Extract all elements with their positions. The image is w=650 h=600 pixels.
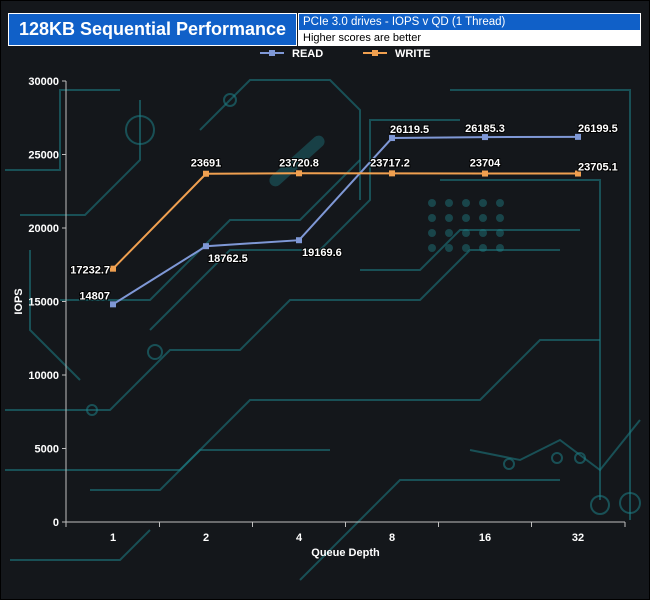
circuit-dot xyxy=(496,244,504,252)
circuit-dot xyxy=(428,199,436,207)
data-point-read xyxy=(389,135,395,142)
x-tick-label: 2 xyxy=(203,532,209,544)
data-point-read xyxy=(110,301,116,308)
circuit-dot xyxy=(428,214,436,222)
data-point-read xyxy=(296,237,302,244)
y-tick-label: 25000 xyxy=(28,150,59,162)
y-tick-label: 20000 xyxy=(28,223,59,235)
circuit-trace xyxy=(60,159,361,301)
y-tick-label: 10000 xyxy=(28,370,59,382)
x-tick-label: 4 xyxy=(296,532,303,544)
data-label-write: 23720.8 xyxy=(279,157,319,169)
circuit-trace xyxy=(360,229,580,271)
data-point-read xyxy=(482,134,488,141)
data-label-read: 14807 xyxy=(79,290,110,302)
circuit-dot xyxy=(428,229,436,237)
circuit-dot xyxy=(462,199,470,207)
x-tick-label: 16 xyxy=(479,532,491,544)
y-tick-label: 30000 xyxy=(28,76,59,88)
circuit-trace xyxy=(29,250,81,381)
data-label-read: 26119.5 xyxy=(390,124,429,136)
circuit-dot xyxy=(445,244,453,252)
data-label-read: 26199.5 xyxy=(578,123,618,135)
circuit-node xyxy=(503,458,515,470)
legend-marker xyxy=(269,50,275,56)
data-point-write xyxy=(110,265,116,272)
x-tick-label: 32 xyxy=(572,532,584,544)
legend: READ WRITE xyxy=(260,48,430,60)
circuit-trace xyxy=(5,89,120,171)
circuit-trace xyxy=(440,179,601,500)
data-label-write: 17232.7 xyxy=(70,265,110,277)
legend-label-read: READ xyxy=(292,48,323,60)
circuit-dot xyxy=(428,244,436,252)
circuit-trace xyxy=(149,119,460,331)
y-axis-label: IOPS xyxy=(13,288,25,314)
data-point-write xyxy=(296,170,302,177)
circuit-dot xyxy=(496,214,504,222)
circuit-trace xyxy=(10,529,151,561)
legend-label-write: WRITE xyxy=(395,48,430,60)
circuit-node xyxy=(125,115,155,145)
circuit-dot xyxy=(479,244,487,252)
series-layer: 14807 18762.5 19169.6 26119.5 26185.3 26199.5… xyxy=(69,122,619,308)
data-label-read: 18762.5 xyxy=(208,253,248,265)
x-tick-label: 8 xyxy=(389,532,395,544)
circuit-dot xyxy=(462,214,470,222)
data-label-write: 23691 xyxy=(191,158,222,170)
data-label-write: 23717.2 xyxy=(370,157,410,169)
y-tick-label: 5000 xyxy=(35,444,59,456)
circuit-dot xyxy=(496,229,504,237)
data-point-read xyxy=(203,243,209,250)
circuit-trace xyxy=(299,479,560,581)
circuit-dot xyxy=(445,229,453,237)
circuit-trace xyxy=(90,449,330,491)
circuit-trace xyxy=(199,79,361,200)
circuit-trace xyxy=(469,419,641,472)
x-tick-label: 1 xyxy=(110,532,116,544)
circuit-trace xyxy=(450,89,631,520)
data-label-write: 23704 xyxy=(470,158,501,170)
circuit-node xyxy=(619,492,641,514)
circuit-dot xyxy=(479,229,487,237)
data-point-write xyxy=(203,170,209,177)
circuit-background xyxy=(5,79,641,581)
circuit-node xyxy=(86,404,98,416)
circuit-node xyxy=(590,495,610,515)
axes: 0 5000 10000 15000 20000 25000 30000 1 2 4 8 16 32Qu… xyxy=(13,76,626,559)
circuit-dot xyxy=(496,199,504,207)
data-point-write xyxy=(482,170,488,177)
circuit-dot xyxy=(462,229,470,237)
circuit-node xyxy=(147,344,163,360)
circuit-node xyxy=(223,93,237,107)
circuit-dot xyxy=(479,199,487,207)
circuit-dot xyxy=(479,214,487,222)
circuit-node xyxy=(574,452,586,464)
circuit-trace xyxy=(5,339,600,471)
y-tick-label: 15000 xyxy=(28,297,59,309)
data-label-read: 26185.3 xyxy=(465,123,505,135)
chart-title: 128KB Sequential Performance xyxy=(8,13,297,46)
circuit-dot xyxy=(462,244,470,252)
data-point-write xyxy=(389,170,395,177)
circuit-node xyxy=(551,452,563,464)
data-point-write xyxy=(575,170,581,177)
data-label-write: 23705.1 xyxy=(578,162,618,174)
x-axis-label: Queue Depth xyxy=(311,547,380,559)
data-label-read: 19169.6 xyxy=(302,247,342,259)
y-tick-label: 0 xyxy=(53,517,59,529)
circuit-trace xyxy=(5,249,560,411)
circuit-trace xyxy=(20,100,141,216)
data-point-read xyxy=(575,133,581,140)
subtitle-box: PCIe 3.0 drives - IOPS v QD (1 Thread) H… xyxy=(298,13,641,46)
legend-marker xyxy=(372,50,378,56)
series-line-write xyxy=(112,172,579,270)
chart-subtitle: PCIe 3.0 drives - IOPS v QD (1 Thread) xyxy=(298,13,641,30)
circuit-dot xyxy=(445,214,453,222)
circuit-dot xyxy=(445,199,453,207)
series-line-read xyxy=(112,135,579,306)
chart-note: Higher scores are better xyxy=(298,30,641,46)
